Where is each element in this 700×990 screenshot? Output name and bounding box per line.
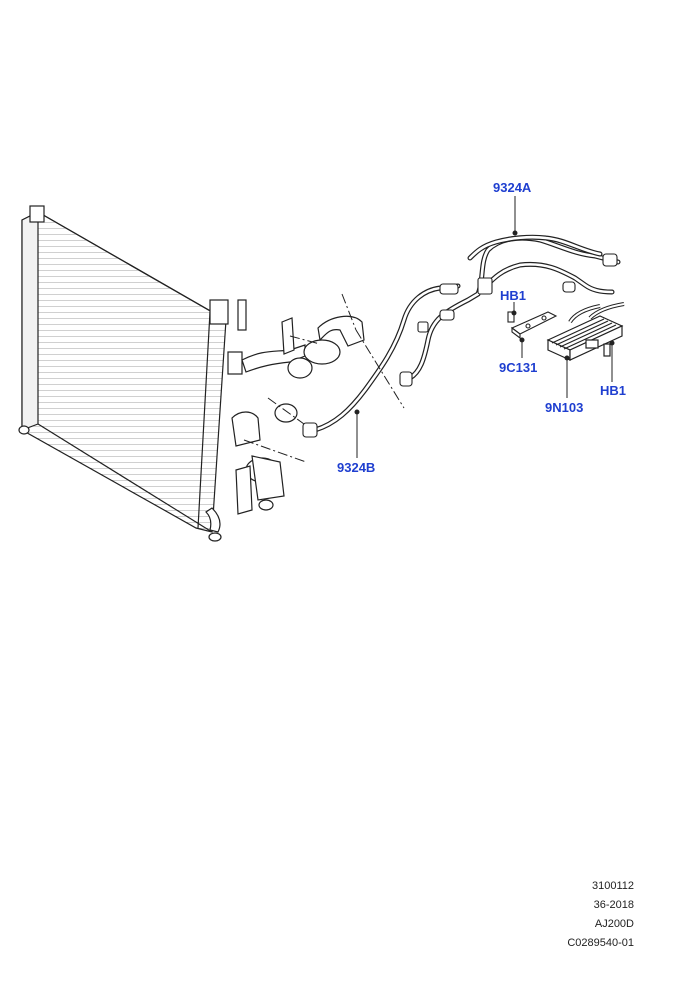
callout-hb1-upper: HB1 xyxy=(500,288,526,303)
callout-9324a: 9324A xyxy=(493,180,532,195)
reference-code: C0289540-01 xyxy=(567,937,634,949)
reference-code: AJ200D xyxy=(594,918,634,930)
hose-fittings xyxy=(302,253,618,438)
reference-codes: 3100112 36-2018 AJ200D C0289540-01 xyxy=(494,877,634,953)
callout-hb1-lower: HB1 xyxy=(600,383,626,398)
coolant-pump-assembly xyxy=(205,315,365,533)
coolant-hoses xyxy=(312,234,621,433)
alignment-lines xyxy=(243,293,405,463)
callout-9n103: 9N103 xyxy=(545,400,583,415)
oil-cooler xyxy=(546,302,625,361)
callout-9c131: 9C131 xyxy=(499,360,537,375)
leader-lines xyxy=(354,196,615,458)
reference-code: 3100112 xyxy=(591,880,634,892)
callout-9324b: 9324B xyxy=(337,460,375,475)
bracket xyxy=(507,311,558,340)
radiator xyxy=(18,205,247,542)
reference-code: 36-2018 xyxy=(593,899,634,911)
